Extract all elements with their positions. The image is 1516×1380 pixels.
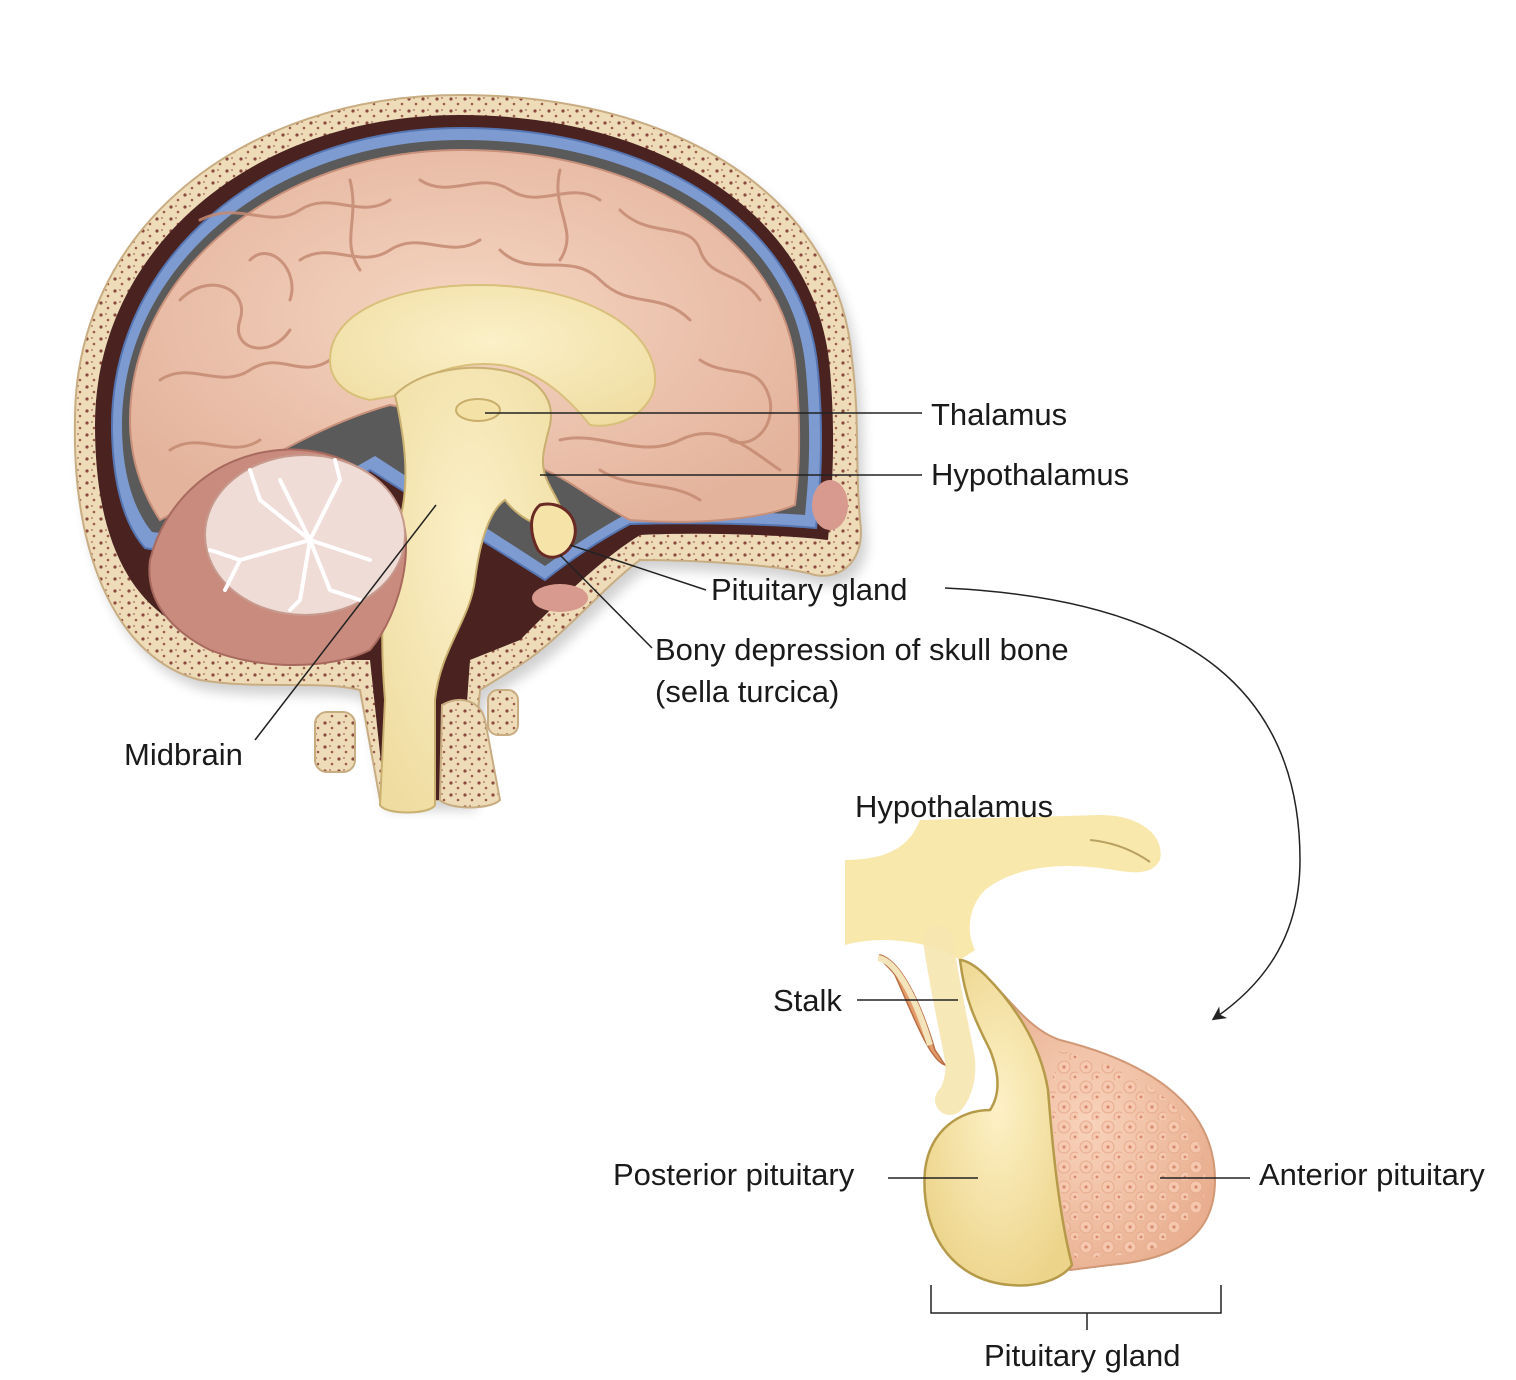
label-hypothalamus: Hypothalamus — [931, 457, 1130, 492]
leader-sella — [559, 554, 653, 649]
posterior-pituitary-shape — [923, 958, 1074, 1287]
label-midbrain: Midbrain — [124, 737, 243, 772]
label-sella-line1: Bony depression of skull bone — [655, 632, 1069, 667]
hypothalamus-tissue — [845, 815, 1161, 960]
label-pituitary-gland: Pituitary gland — [711, 572, 908, 607]
leader-midbrain — [254, 504, 437, 741]
label-pituitary-gland-bottom: Pituitary gland — [984, 1338, 1181, 1373]
head-section — [73, 93, 867, 814]
gyri — [158, 168, 782, 502]
pituitary-small — [530, 502, 577, 559]
pituitary-detail — [845, 815, 1217, 1287]
leader-lines — [254, 412, 1250, 1330]
label-anterior-pituitary: Anterior pituitary — [1259, 1157, 1485, 1192]
label-sella-line2: (sella turcica) — [655, 674, 840, 709]
label-posterior-pituitary: Posterior pituitary — [613, 1157, 855, 1192]
label-hypothalamus-detail: Hypothalamus — [855, 789, 1054, 824]
label-thalamus: Thalamus — [931, 397, 1068, 432]
zoom-arrow — [944, 587, 1301, 1021]
label-stalk: Stalk — [773, 983, 842, 1018]
pituitary-bracket — [930, 1285, 1222, 1330]
arbor-vitae — [208, 458, 372, 612]
leader-pituitary — [569, 544, 707, 591]
thalamus-shape — [455, 398, 501, 422]
